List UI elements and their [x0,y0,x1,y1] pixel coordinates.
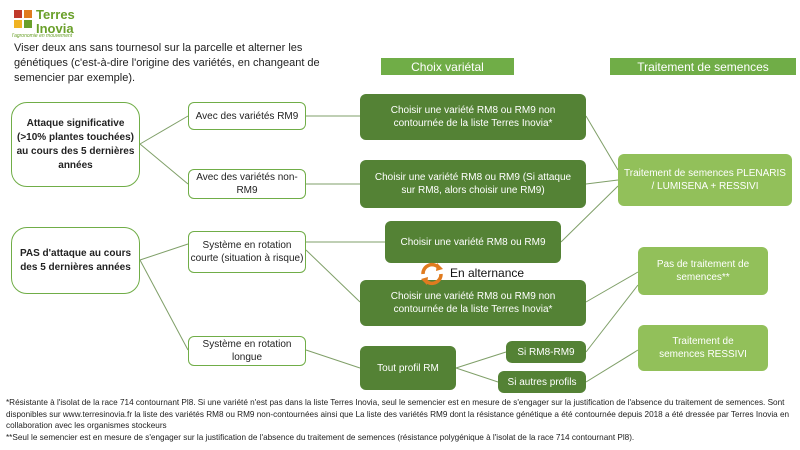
treatment-plenaris-lumisena-ressivi: Traitement de semences PLENARIS / LUMISE… [618,154,792,206]
choice-rm8-rm9-non-contournee-2: Choisir une variété RM8 ou RM9 non conto… [360,280,586,326]
choice-rm8-rm9-non-contournee-1: Choisir une variété RM8 ou RM9 non conto… [360,94,586,140]
logo-name-line2: Inovia [36,21,74,36]
choice-si-autres-profils: Si autres profils [498,371,586,393]
choice-4-label: Choisir une variété RM8 ou RM9 non conto… [390,291,556,315]
logo-name-line1: Terres [36,7,75,22]
alternance-label: En alternance [450,266,525,280]
situation-attaque: Attaque significative (>10% plantes touc… [11,102,140,187]
situation-attaque-label: Attaque significative (>10% plantes touc… [16,117,135,171]
choice-7-label: Si autres profils [507,376,577,388]
condition-non-rm9-label: Avec des variétés non-RM9 [196,172,298,196]
condition-rm9-label: Avec des variétés RM9 [195,110,299,122]
choice-6-label: Si RM8-RM9 [517,346,575,358]
situation-pas-attaque: PAS d'attaque au cours des 5 dernières a… [11,227,140,294]
choice-5-label: Tout profil RM [377,362,439,374]
logo-square-yellow [14,20,22,28]
treatment-1-label: Traitement de semences PLENARIS / LUMISE… [624,168,786,192]
logo: Terres Inovia l'agronomie en mouvement [10,4,90,40]
treatment-pas-de-traitement: Pas de traitement de semences** [638,247,768,295]
condition-rotation-courte-label: Système en rotation courte (situation à … [190,240,304,264]
condition-rm9: Avec des variétés RM9 [188,102,306,130]
condition-rotation-longue: Système en rotation longue [188,336,306,366]
alternance-cycle-icon [421,262,443,286]
logo-name: Terres Inovia [36,8,75,36]
footnotes: *Résistante à l'isolat de la race 714 co… [6,397,796,443]
condition-rotation-longue-label: Système en rotation longue [202,339,292,363]
logo-square-red [14,10,22,18]
logo-tagline: l'agronomie en mouvement [12,33,73,39]
footnote-2: **Seul le semencier est en mesure de s'e… [6,432,635,442]
header-choix-varietal: Choix variétal [381,58,514,75]
intro-text: Viser deux ans sans tournesol sur la par… [14,42,320,84]
choice-si-rm8-rm9: Si RM8-RM9 [506,341,586,363]
choice-1-label: Choisir une variété RM8 ou RM9 non conto… [390,105,556,129]
logo-square-green [24,20,32,28]
choice-2-label: Choisir une variété RM8 ou RM9 (Si attaq… [374,172,572,196]
logo-square-orange [24,10,32,18]
treatment-2-label: Pas de traitement de semences** [656,259,750,283]
header-traitement-semences: Traitement de semences [610,58,796,75]
choice-3-label: Choisir une variété RM8 ou RM9 [400,236,546,248]
footnote-1: *Résistante à l'isolat de la race 714 co… [6,398,790,430]
treatment-3-label: Traitement de semences RESSIVI [659,336,747,360]
situation-pas-attaque-label: PAS d'attaque au cours des 5 dernières a… [19,247,132,273]
choice-rm8-rm9: Choisir une variété RM8 ou RM9 [385,221,561,263]
condition-rotation-courte: Système en rotation courte (situation à … [188,231,306,273]
condition-non-rm9: Avec des variétés non-RM9 [188,169,306,199]
treatment-ressivi: Traitement de semences RESSIVI [638,325,768,371]
choice-rm8-rm9-attaque: Choisir une variété RM8 ou RM9 (Si attaq… [360,160,586,208]
choice-tout-profil: Tout profil RM [360,346,456,390]
